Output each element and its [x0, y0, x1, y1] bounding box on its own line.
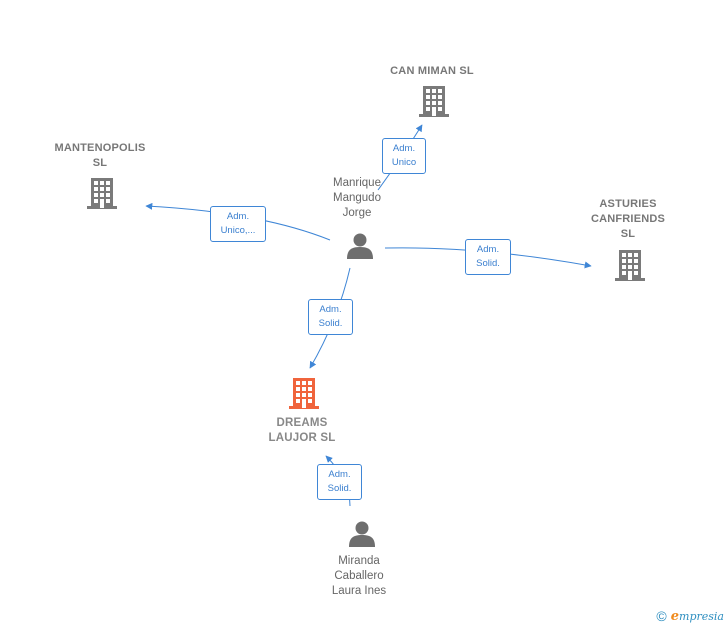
- can-miman-label[interactable]: CAN MIMAN SL: [390, 65, 474, 77]
- mantenopolis-building-icon[interactable]: [87, 178, 117, 209]
- manrique-label[interactable]: Manrique Mangudo Jorge: [333, 177, 381, 219]
- manrique-person-icon[interactable]: [347, 233, 373, 260]
- edge-label-to-mantenopolis[interactable]: Adm. Unico,...: [210, 206, 266, 242]
- mantenopolis-label[interactable]: MANTENOPOLIS SL: [54, 142, 146, 169]
- asturies-building-icon[interactable]: [615, 250, 645, 281]
- edge-label-to-dreams[interactable]: Adm. Solid.: [308, 299, 353, 335]
- can-miman-building-icon[interactable]: [419, 86, 449, 117]
- dreams-building-icon[interactable]: [289, 378, 319, 409]
- dreams-label[interactable]: DREAMS LAUJOR SL: [268, 417, 336, 444]
- empresia-logo[interactable]: ©empresia: [656, 608, 724, 624]
- edge-label-miranda-to-dreams[interactable]: Adm. Solid.: [317, 464, 362, 500]
- asturies-label[interactable]: ASTURIES CANFRIENDS SL: [590, 198, 666, 240]
- edge-label-to-can-miman[interactable]: Adm. Unico: [382, 138, 426, 174]
- miranda-person-icon[interactable]: [349, 521, 375, 548]
- edge-label-to-asturies[interactable]: Adm. Solid.: [465, 239, 511, 275]
- miranda-label[interactable]: Miranda Caballero Laura Ines: [331, 555, 387, 597]
- copyright-icon: ©: [656, 608, 667, 624]
